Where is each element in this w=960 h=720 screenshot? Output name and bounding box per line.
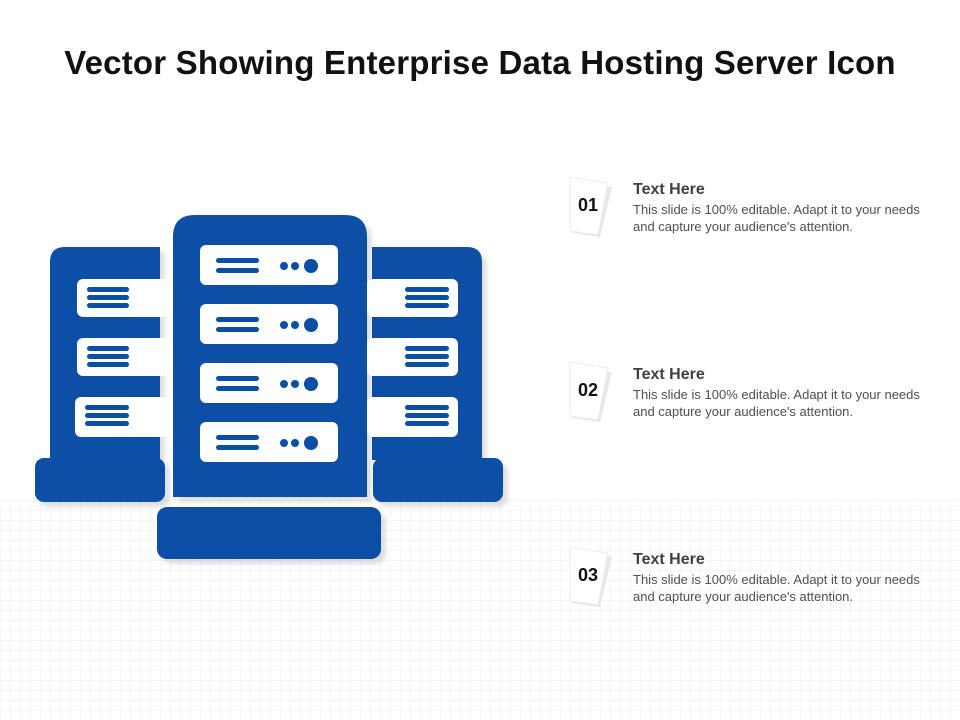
number-badge: 01 [568, 177, 620, 241]
item-number: 01 [577, 195, 599, 215]
list-item: 01 Text Here This slide is 100% editable… [568, 177, 948, 257]
item-heading: Text Here [633, 181, 705, 198]
list-item: 03 Text Here This slide is 100% editable… [568, 547, 948, 627]
item-description: This slide is 100% editable. Adapt it to… [633, 202, 920, 234]
slide-title: Vector Showing Enterprise Data Hosting S… [64, 44, 896, 81]
item-number: 03 [577, 565, 599, 585]
number-badge: 03 [568, 547, 620, 611]
number-badge: 02 [568, 362, 620, 426]
item-heading: Text Here [633, 551, 705, 568]
item-description: This slide is 100% editable. Adapt it to… [633, 572, 920, 604]
item-description: This slide is 100% editable. Adapt it to… [633, 387, 920, 419]
list-item: 02 Text Here This slide is 100% editable… [568, 362, 948, 442]
right-drive-slots [367, 279, 458, 437]
center-drive-slots [200, 245, 338, 462]
left-drive-slots [75, 279, 169, 437]
item-number: 02 [577, 380, 599, 400]
item-heading: Text Here [633, 366, 705, 383]
